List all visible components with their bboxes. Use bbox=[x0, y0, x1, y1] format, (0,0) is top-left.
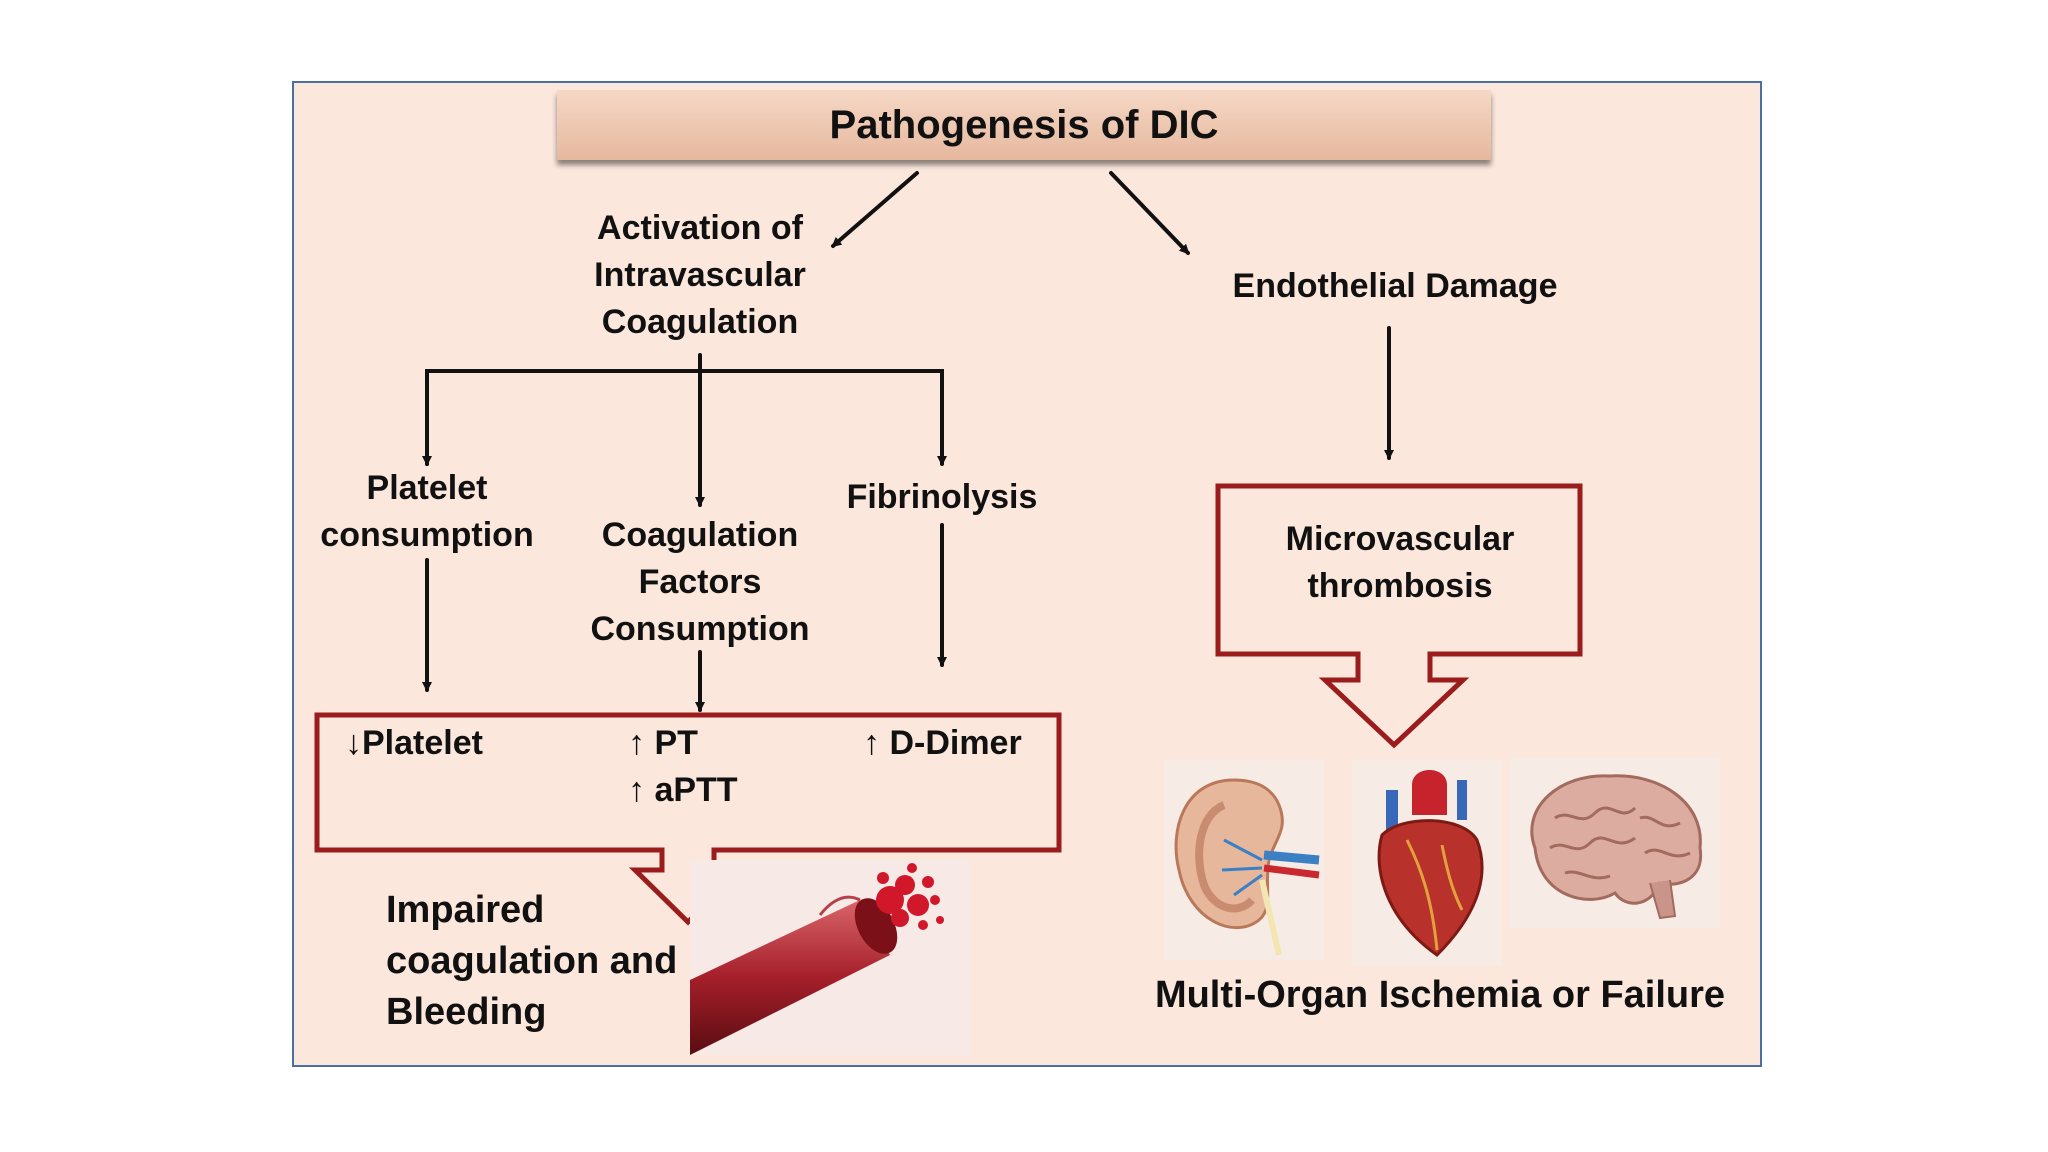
activation-label: Activation of Intravascular Coagulation bbox=[594, 209, 806, 341]
lab-aptt: ↑ aPTT bbox=[628, 771, 738, 809]
lab-pt: ↑ PT bbox=[628, 724, 698, 762]
organ-failure-label: Multi-Organ Ischemia or Failure bbox=[1154, 974, 1726, 1016]
heart-image bbox=[1352, 760, 1502, 965]
platelet-consumption-label: Platelet consumption bbox=[320, 469, 534, 554]
lab-platelet: ↓Platelet bbox=[345, 724, 483, 762]
factors-consumption-label: Coagulation Factors Consumption bbox=[590, 516, 810, 648]
diagram-title-text: Pathogenesis of DIC bbox=[829, 102, 1219, 147]
kidney-image bbox=[1164, 760, 1324, 960]
branch-bar bbox=[425, 369, 947, 466]
endothelial-label: Endothelial Damage bbox=[1232, 267, 1558, 305]
microvascular-box-outline bbox=[1215, 483, 1583, 749]
bleeding-outcome-label: Impaired coagulation and Bleeding bbox=[386, 889, 678, 1033]
brain-image bbox=[1510, 758, 1720, 928]
arrow-title-to-endothelial bbox=[1109, 171, 1190, 255]
microvascular-label: Microvascular thrombosis bbox=[1285, 520, 1515, 605]
fibrinolysis-label: Fibrinolysis bbox=[846, 478, 1038, 516]
arrow-title-to-activation bbox=[831, 171, 919, 248]
diagram-title: Pathogenesis of DIC bbox=[557, 90, 1491, 160]
lab-ddimer: ↑ D-Dimer bbox=[863, 724, 1022, 762]
bleeding-vessel-image bbox=[690, 860, 970, 1055]
